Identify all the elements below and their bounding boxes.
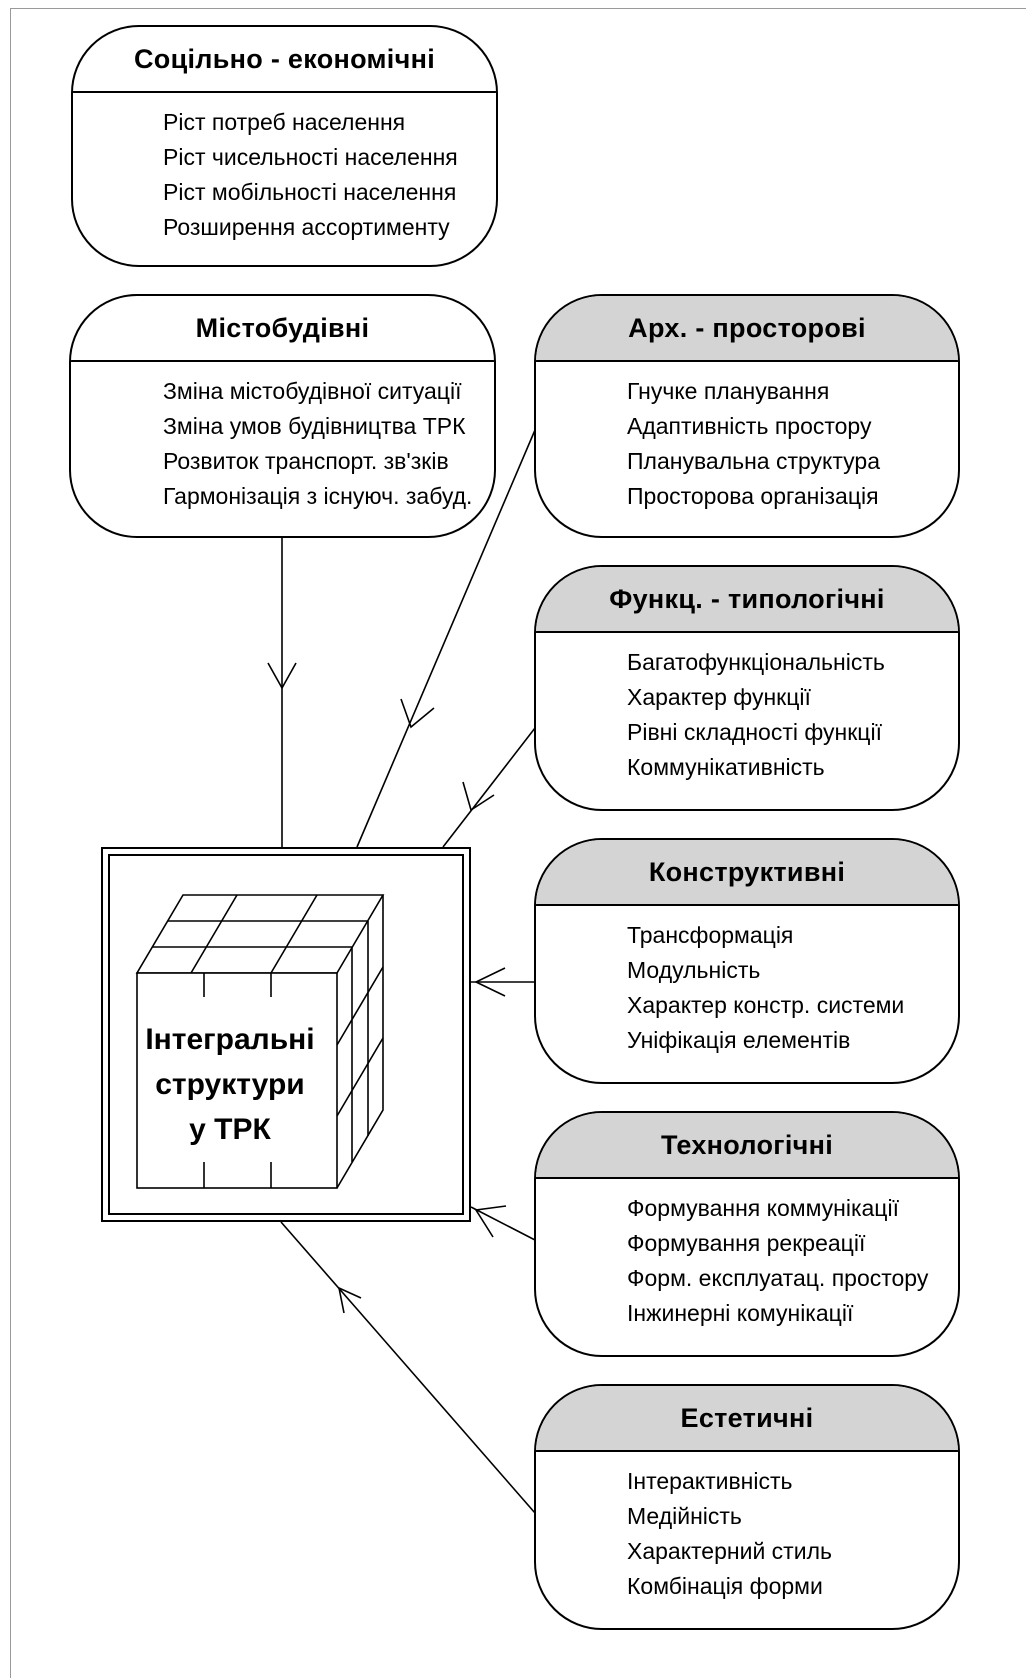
card-arkh-prostorovi: Арх. - просторові Гнучке планування Адап… xyxy=(534,294,960,538)
card-tekhnolohichni: Технологічні Формування коммунікації Фор… xyxy=(534,1111,960,1357)
card-konstruktyvni: Конструктивні Трансформація Модульність … xyxy=(534,838,960,1084)
list-item: Формування коммунікації xyxy=(627,1195,899,1221)
list-item: Адаптивність простору xyxy=(627,413,872,439)
list-item: Ріст мобільності населення xyxy=(163,179,457,205)
list-item: Розширення ассортименту xyxy=(163,214,450,240)
list-item: Ріст потреб населення xyxy=(163,109,406,135)
card-title: Технологічні xyxy=(536,1113,958,1179)
list-item: Гармонізація з існуюч. забуд. xyxy=(163,483,473,509)
arrowhead-estetychni xyxy=(337,1286,362,1314)
connector-tekhnolohichni xyxy=(470,1206,536,1241)
arrowhead-mistobudivni xyxy=(267,662,297,690)
connector-funkts-typolohichni xyxy=(442,727,536,848)
list-item: Багатофункціональність xyxy=(627,649,885,675)
center-box: Інтегральні структури у ТРК xyxy=(101,847,471,1222)
center-title: Інтегральні структури у ТРК xyxy=(130,1017,330,1152)
list-item: Рівні складності функції xyxy=(627,719,882,745)
list-item: Уніфікація елементів xyxy=(627,1027,851,1053)
list-item: Модульність xyxy=(627,957,761,983)
card-title: Конструктивні xyxy=(536,840,958,906)
list-item: Зміна містобудівної ситуації xyxy=(163,378,462,404)
card-sotsialno-ekonomichni: Соцільно - економічні Ріст потреб населе… xyxy=(71,25,498,267)
center-title-line: у ТРК xyxy=(189,1113,271,1146)
list-item: Гнучке планування xyxy=(627,378,830,404)
list-item: Інжинерні комунікації xyxy=(627,1300,854,1326)
card-funkts-typolohichni: Функц. - типологічні Багатофункціональні… xyxy=(534,565,960,811)
list-item: Інтерактивність xyxy=(627,1468,793,1494)
card-title: Арх. - просторові xyxy=(536,296,958,362)
list-item: Формування рекреації xyxy=(627,1230,866,1256)
list-item: Трансформація xyxy=(627,922,794,948)
list-item: Зміна умов будівництва ТРК xyxy=(163,413,466,439)
list-item: Планувальна структура xyxy=(627,448,880,474)
list-item: Комбінація форми xyxy=(627,1573,823,1599)
connector-arkh-prostorovi xyxy=(356,429,536,848)
arrowhead-konstruktyvni xyxy=(474,967,506,997)
list-item: Медійність xyxy=(627,1503,742,1529)
center-title-line: Інтегральні xyxy=(145,1023,315,1056)
list-item: Коммунікативність xyxy=(627,754,825,780)
list-item: Форм. експлуатац. простору xyxy=(627,1265,929,1291)
list-item: Розвиток транспорт. зв'зків xyxy=(163,448,449,474)
card-title: Функц. - типологічні xyxy=(536,567,958,633)
arrowhead-arkh-prostorovi xyxy=(400,698,435,729)
list-item: Характерний стиль xyxy=(627,1538,832,1564)
card-title: Естетичні xyxy=(536,1386,958,1452)
list-item: Просторова організація xyxy=(627,483,879,509)
card-title: Соцільно - економічні xyxy=(73,27,496,93)
list-item: Характер констр. системи xyxy=(627,992,905,1018)
card-title: Містобудівні xyxy=(71,296,494,362)
card-estetychni: Естетичні Інтерактивність Медійність Хар… xyxy=(534,1384,960,1630)
list-item: Характер функції xyxy=(627,684,811,710)
card-mistobudivni: Містобудівні Зміна містобудівної ситуаці… xyxy=(69,294,496,538)
outer-frame xyxy=(10,8,1026,1678)
arrowhead-funkts-typolohichni xyxy=(462,781,495,812)
center-title-line: структури xyxy=(155,1068,305,1101)
connector-estetychni xyxy=(280,1221,536,1514)
arrowhead-tekhnolohichni xyxy=(474,1205,507,1238)
list-item: Ріст чисельності населення xyxy=(163,144,458,170)
cube-icon xyxy=(135,894,385,1189)
center-box-inner-border xyxy=(108,854,464,1215)
